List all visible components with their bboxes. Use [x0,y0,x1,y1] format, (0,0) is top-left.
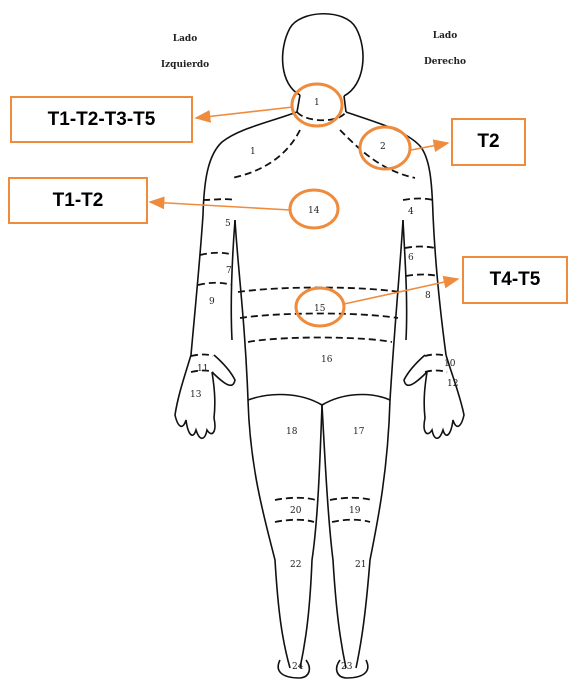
callout-lower-back: T4-T5 [462,256,568,304]
shoulder-arrow [411,143,448,150]
zone-number: 21 [355,560,366,570]
callout-shoulder: T2 [451,118,526,166]
zone-number: 10 [444,359,456,369]
zone-number: 13 [190,390,202,400]
zone-number: 11 [197,364,208,374]
zone-number: 7 [226,266,232,276]
lower-back-arrow [344,279,458,304]
zone-number: 16 [321,355,333,365]
callout-upper-back: T1-T2 [8,177,148,224]
zone-number: 19 [349,506,361,516]
zone-number: 6 [408,253,414,263]
zone-number: 23 [341,662,353,672]
zone-number: 8 [425,291,431,301]
zone-number: 15 [314,304,326,314]
neck-arrow [196,107,293,118]
zone-number: 18 [286,427,298,437]
silhouette [175,14,464,678]
zone-number: 2 [380,142,386,152]
zone-number: 14 [308,206,320,216]
zone-number: 20 [290,506,302,516]
zone-number: 9 [209,297,215,307]
zone-number: 4 [408,207,414,217]
highlight-circles [290,84,410,326]
zone-number: 22 [290,560,301,570]
zone-number: 24 [292,662,304,672]
zone-number: 12 [447,379,458,389]
zone-number: 17 [353,427,365,437]
zone-dividers [191,112,447,522]
zone-number: 1 [250,147,256,157]
upper-back-arrow [150,202,290,210]
zone-number: 1 [314,98,320,108]
callout-neck: T1-T2-T3-T5 [10,96,193,143]
zone-number: 5 [225,219,231,229]
